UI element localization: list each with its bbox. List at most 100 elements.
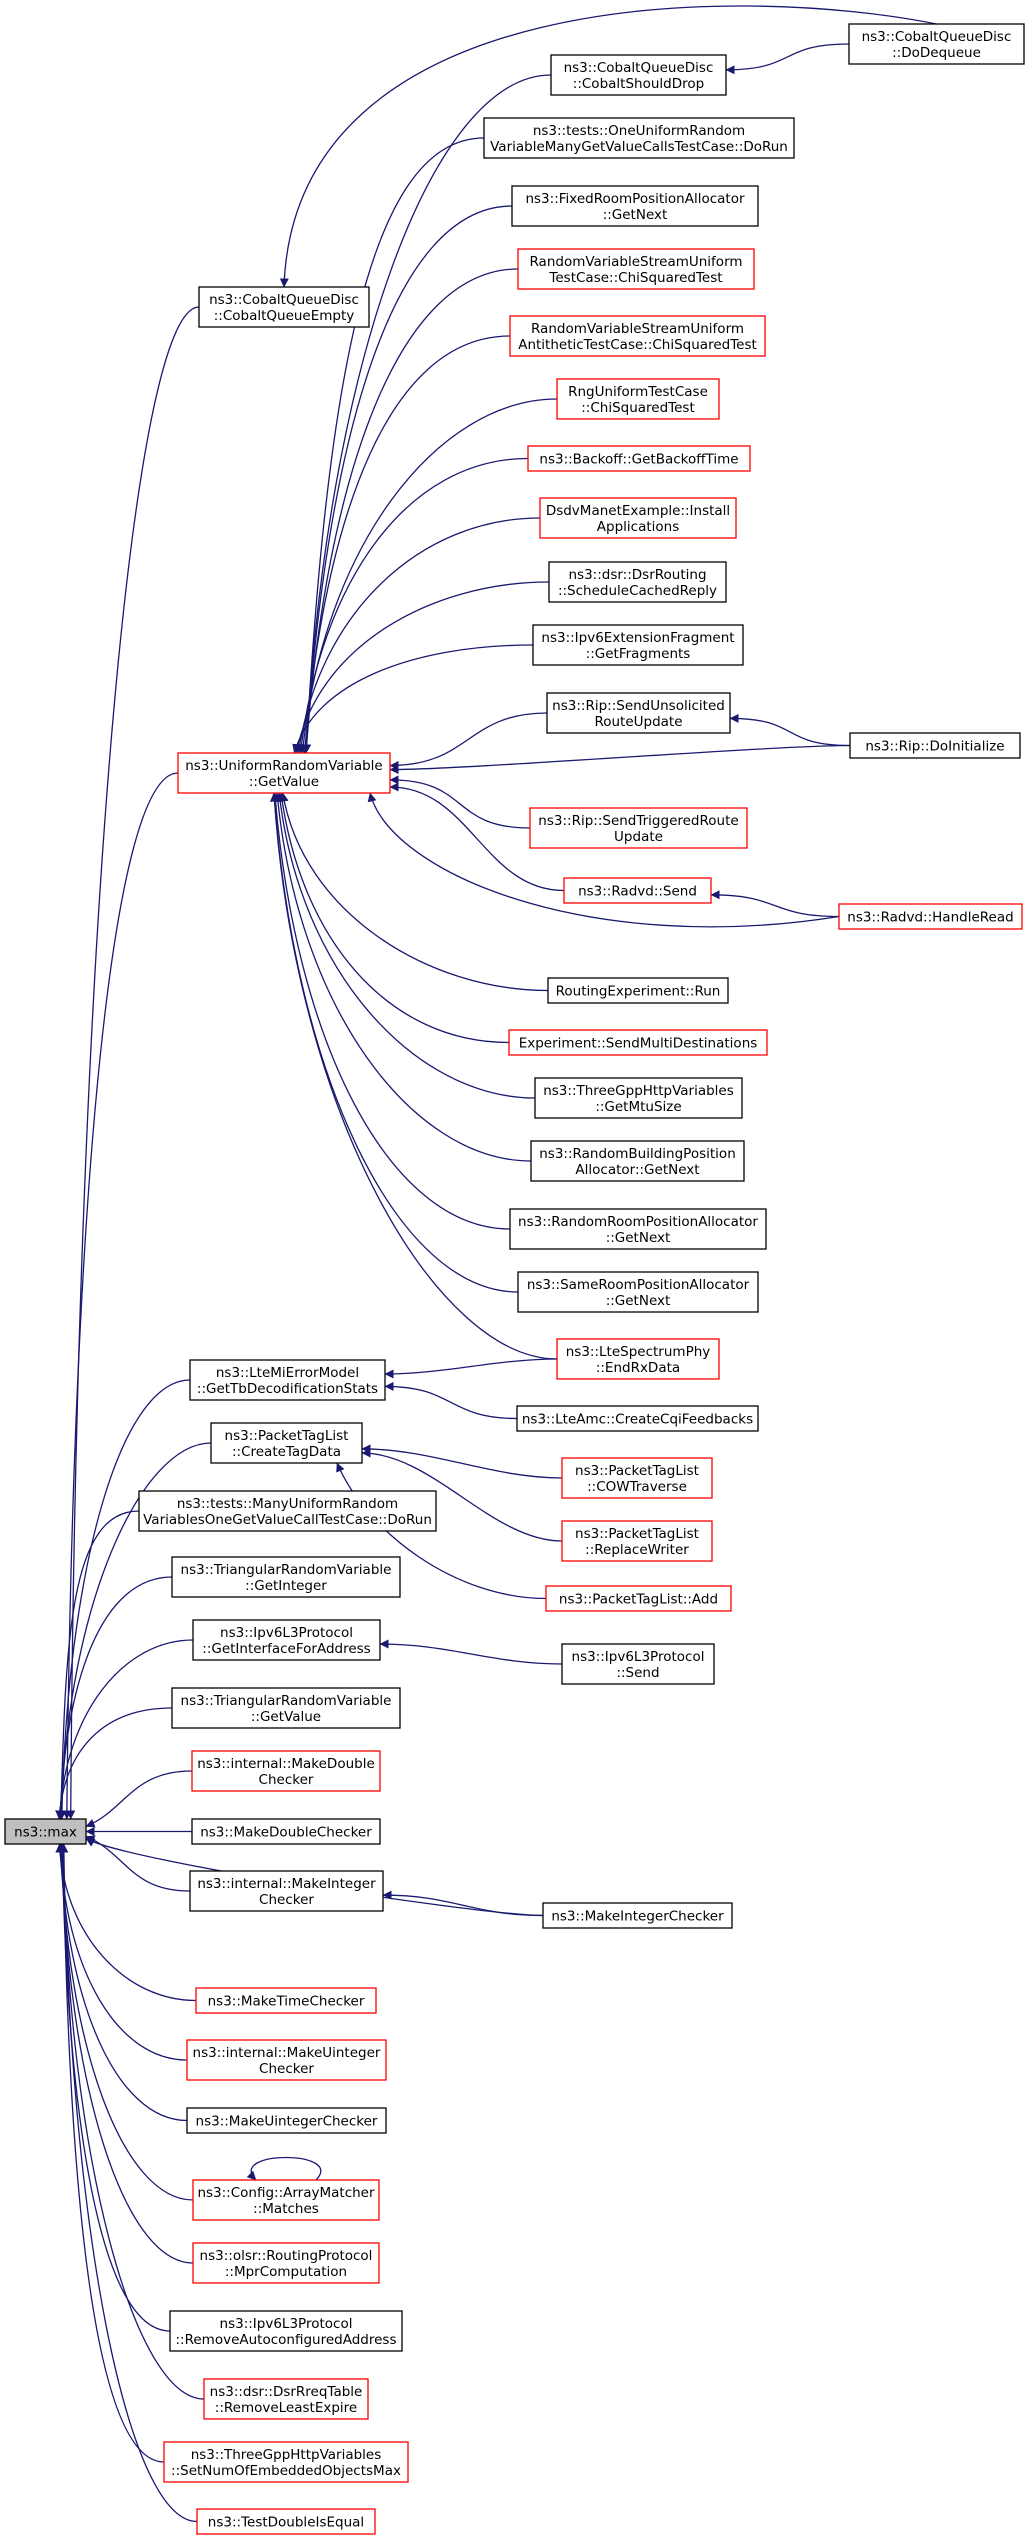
node-cobalt_queueempty[interactable]: ns3::CobaltQueueDisc::CobaltQueueEmpty — [198, 286, 370, 328]
node-cobalt_shoulddrop[interactable]: ns3::CobaltQueueDisc::CobaltShouldDrop — [550, 54, 727, 96]
node-triangular_getvalue[interactable]: ns3::TriangularRandomVariable::GetValue — [171, 1687, 401, 1729]
edge-dsdv_install-to-uniform_getvalue — [295, 517, 541, 754]
node-internal_makeuinteger[interactable]: ns3::internal::MakeUintegerChecker — [186, 2039, 387, 2081]
node-ipv6l3_getiface[interactable]: ns3::Ipv6L3Protocol::GetInterfaceForAddr… — [192, 1619, 381, 1661]
node-label-line: ::SetNumOfEmbeddedObjectsMax — [171, 2463, 401, 2479]
node-label-line: RandomVariableStreamUniform — [531, 321, 744, 337]
node-makeinteger[interactable]: ns3::MakeIntegerChecker — [542, 1902, 733, 1929]
node-internal_makeinteger[interactable]: ns3::internal::MakeIntegerChecker — [189, 1870, 384, 1912]
node-rip_doinit[interactable]: ns3::Rip::DoInitialize — [849, 732, 1021, 759]
node-rvs_uniform_chisq[interactable]: RandomVariableStreamUniformTestCase::Chi… — [517, 248, 755, 290]
node-maketime[interactable]: ns3::MakeTimeChecker — [195, 1987, 377, 2014]
edge-threegpp_mtu-to-uniform_getvalue — [275, 792, 536, 1099]
node-ipv6frag_get[interactable]: ns3::Ipv6ExtensionFragment::GetFragments — [532, 624, 744, 666]
edge-internal_makedouble-to-max — [85, 1770, 193, 1828]
node-backoff_gettime[interactable]: ns3::Backoff::GetBackoffTime — [527, 445, 751, 472]
node-label-line: ns3::Backoff::GetBackoffTime — [539, 452, 738, 468]
edge-ipv6l3_removeauto-to-max — [57, 1843, 171, 2332]
node-many_uniform_run[interactable]: ns3::tests::ManyUniformRandomVariablesOn… — [138, 1490, 437, 1532]
node-config_arraymatcher[interactable]: ns3::Config::ArrayMatcher::Matches — [192, 2179, 380, 2221]
node-ltemi_gettb[interactable]: ns3::LteMiErrorModel::GetTbDecodificatio… — [189, 1359, 386, 1401]
node-box — [169, 2310, 403, 2352]
node-ipv6l3_send[interactable]: ns3::Ipv6L3Protocol::Send — [561, 1643, 715, 1685]
node-randbuilding_getnext[interactable]: ns3::RandomBuildingPositionAllocator::Ge… — [530, 1140, 745, 1182]
node-box — [511, 185, 759, 227]
node-lteamc_createcqi[interactable]: ns3::LteAmc::CreateCqiFeedbacks — [516, 1405, 759, 1432]
node-dsr_schedule[interactable]: ns3::dsr::DsrRouting::ScheduleCachedRepl… — [548, 561, 727, 603]
node-uniform_getvalue[interactable]: ns3::UniformRandomVariable::GetValue — [177, 752, 391, 794]
node-label-line: ::GetFragments — [586, 646, 691, 662]
node-box — [550, 54, 727, 96]
edge-rvs_uniform_anti_chisq-to-uniform_getvalue — [300, 335, 511, 754]
node-olsr_mpr[interactable]: ns3::olsr::RoutingProtocol::MprComputati… — [192, 2242, 380, 2284]
node-one_uniform_run[interactable]: ns3::tests::OneUniformRandomVariableMany… — [483, 117, 795, 159]
edge-cobalt_dodequeue-to-cobalt_shoulddrop — [725, 43, 850, 75]
edge-internal_makeinteger-to-max — [85, 1835, 191, 1892]
node-label-line: RandomVariableStreamUniform — [529, 254, 742, 270]
node-box — [171, 1556, 401, 1598]
node-label-line: ::Matches — [253, 2201, 319, 2217]
node-box — [508, 1029, 768, 1056]
node-packettag_replace[interactable]: ns3::PacketTagList::ReplaceWriter — [561, 1520, 713, 1562]
node-threegpp_setnum[interactable]: ns3::ThreeGppHttpVariables::SetNumOfEmbe… — [163, 2441, 409, 2483]
node-label-line: VariablesOneGetValueCallTestCase::DoRun — [143, 1512, 432, 1528]
node-makeuinteger[interactable]: ns3::MakeUintegerChecker — [186, 2107, 387, 2134]
edge-triangular_getint-to-max — [55, 1576, 173, 1820]
node-radvd_handleread[interactable]: ns3::Radvd::HandleRead — [838, 903, 1023, 930]
node-sameroom_getnext[interactable]: ns3::SameRoomPositionAllocator::GetNext — [517, 1271, 759, 1313]
node-label-line: ns3::Ipv6L3Protocol — [572, 1649, 705, 1665]
node-label-line: ns3::PacketTagList::Add — [559, 1592, 718, 1608]
node-label-line: Checker — [259, 2061, 314, 2077]
edge-cobalt_dodequeue-to-cobalt_queueempty — [279, 5, 937, 288]
node-label-line: ns3::internal::MakeDouble — [197, 1756, 375, 1772]
node-routingexp_run[interactable]: RoutingExperiment::Run — [547, 977, 729, 1004]
node-label-line: RoutingExperiment::Run — [556, 984, 721, 1000]
node-packettag_create[interactable]: ns3::PacketTagList::CreateTagData — [210, 1422, 363, 1464]
node-testdoubleisequal[interactable]: ns3::TestDoubleIsEqual — [196, 2508, 376, 2535]
node-label-line: ns3::Radvd::Send — [578, 884, 697, 900]
node-label-line: ns3::PacketTagList — [575, 1463, 699, 1479]
edge-lteamc_createcqi-to-ltemi_gettb — [384, 1381, 518, 1420]
node-max[interactable]: ns3::max — [4, 1818, 87, 1845]
node-box — [210, 1422, 363, 1464]
node-box — [191, 1750, 381, 1792]
node-internal_makedouble[interactable]: ns3::internal::MakeDoubleChecker — [191, 1750, 381, 1792]
node-randroom_getnext[interactable]: ns3::RandomRoomPositionAllocator::GetNex… — [509, 1208, 767, 1250]
node-box — [529, 807, 748, 849]
node-triangular_getint[interactable]: ns3::TriangularRandomVariable::GetIntege… — [171, 1556, 401, 1598]
node-label-line: ::GetValue — [251, 1709, 321, 1725]
node-box — [192, 2179, 380, 2221]
node-threegpp_mtu[interactable]: ns3::ThreeGppHttpVariables::GetMtuSize — [534, 1077, 743, 1119]
node-exp_sendmulti[interactable]: Experiment::SendMultiDestinations — [508, 1029, 768, 1056]
node-radvd_send[interactable]: ns3::Radvd::Send — [563, 877, 712, 904]
node-ltespectrum_endrx[interactable]: ns3::LteSpectrumPhy::EndRxData — [556, 1338, 720, 1380]
edge-testdoubleisequal-to-max — [59, 1843, 198, 2523]
node-packettag_add[interactable]: ns3::PacketTagList::Add — [545, 1585, 732, 1612]
edge-olsr_mpr-to-max — [57, 1843, 194, 2264]
node-box — [527, 445, 751, 472]
node-cobalt_dodequeue[interactable]: ns3::CobaltQueueDisc::DoDequeue — [848, 23, 1025, 65]
node-dsr_rreq_remove[interactable]: ns3::dsr::DsrRreqTable::RemoveLeastExpir… — [203, 2378, 369, 2420]
edge-rip_doinit-to-uniform_getvalue — [389, 744, 851, 775]
node-box — [563, 877, 712, 904]
node-rng_uniform_chisq[interactable]: RngUniformTestCase::ChiSquaredTest — [556, 378, 720, 420]
edge-config_arraymatcher-to-config_arraymatcher — [246, 2156, 322, 2181]
node-label-line: ns3::RandomBuildingPosition — [539, 1146, 736, 1162]
node-label-line: ns3::MakeIntegerChecker — [551, 1909, 724, 1925]
node-box — [848, 23, 1025, 65]
node-label-line: TestCase::ChiSquaredTest — [548, 270, 722, 286]
node-label-line: ns3::tests::ManyUniformRandom — [177, 1496, 398, 1512]
node-makedouble[interactable]: ns3::MakeDoubleChecker — [191, 1818, 381, 1845]
node-box — [171, 1687, 401, 1729]
node-rvs_uniform_anti_chisq[interactable]: RandomVariableStreamUniformAntitheticTes… — [509, 315, 766, 357]
node-ipv6l3_removeauto[interactable]: ns3::Ipv6L3Protocol::RemoveAutoconfigure… — [169, 2310, 403, 2352]
node-label-line: ns3::CobaltQueueDisc — [209, 292, 359, 308]
node-label-line: Applications — [597, 519, 679, 535]
node-packettag_cow[interactable]: ns3::PacketTagList::COWTraverse — [561, 1457, 713, 1499]
node-label-line: ns3::CobaltQueueDisc — [862, 29, 1012, 45]
node-fixedroom_getnext[interactable]: ns3::FixedRoomPositionAllocator::GetNext — [511, 185, 759, 227]
edge-backoff_gettime-to-uniform_getvalue — [296, 457, 529, 754]
